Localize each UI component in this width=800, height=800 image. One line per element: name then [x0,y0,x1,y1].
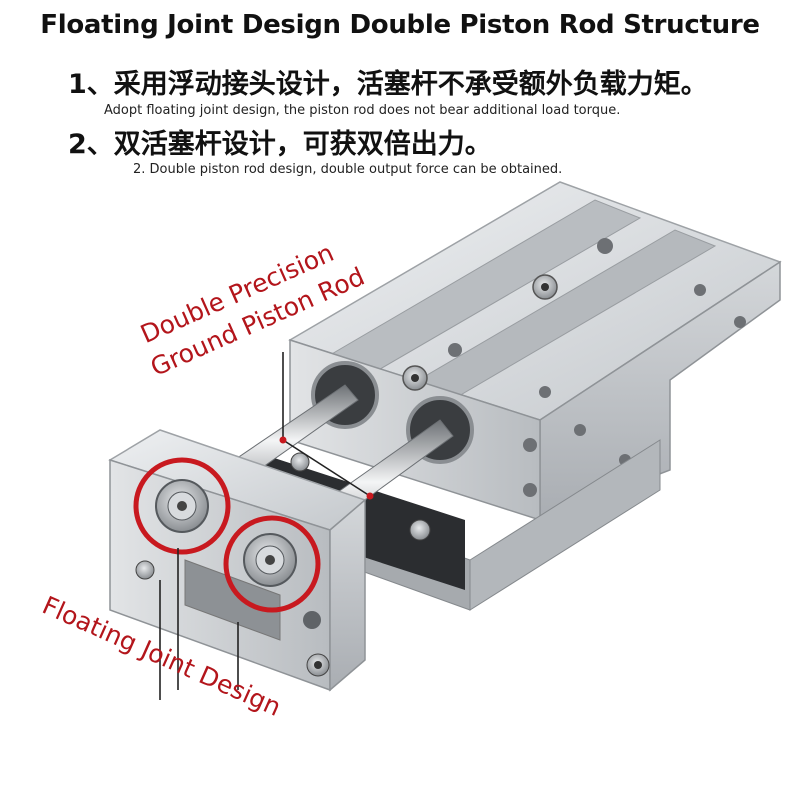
page-title: Floating Joint Design Double Piston Rod … [40,10,760,40]
feature-1-english: Adopt floating joint design, the piston … [104,103,621,118]
joint-highlight-right [223,515,321,613]
joint-highlight-left [133,457,231,555]
cylinder-product-image [108,181,782,700]
feature-1-chinese: 1、采用浮动接头设计，活塞杆不承受额外负载力矩。 [68,69,708,100]
feature-2-chinese: 2、双活塞杆设计，可获双倍出力。 [68,129,492,160]
feature-2-english: 2. Double piston rod design, double outp… [133,162,563,177]
